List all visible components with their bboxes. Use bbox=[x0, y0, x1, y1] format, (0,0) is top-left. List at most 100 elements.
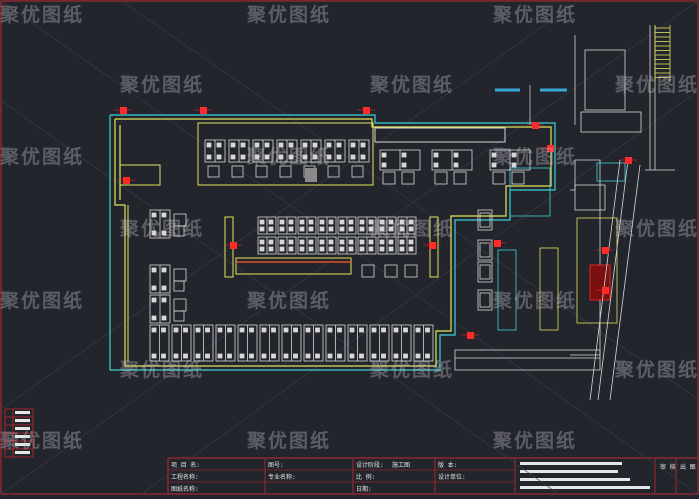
dining-table bbox=[391, 324, 412, 362]
dining-table bbox=[237, 324, 258, 362]
chair bbox=[434, 171, 448, 185]
title-block-label: 设计阶段: bbox=[356, 462, 384, 469]
chair bbox=[511, 171, 525, 185]
legend-entry bbox=[15, 451, 30, 454]
kitchen-area bbox=[454, 25, 675, 401]
column-marker bbox=[625, 157, 632, 164]
dining-table bbox=[325, 324, 346, 362]
dining-table bbox=[379, 149, 421, 171]
dining-table bbox=[337, 236, 357, 255]
column-marker bbox=[467, 332, 474, 339]
chair bbox=[231, 165, 244, 178]
dining-table bbox=[277, 236, 297, 255]
chair bbox=[173, 310, 185, 322]
chair bbox=[255, 165, 268, 178]
title-block-label: 日期: bbox=[356, 486, 372, 493]
dining-table bbox=[300, 139, 322, 163]
chair bbox=[404, 264, 418, 278]
column-marker bbox=[363, 107, 370, 114]
chair bbox=[351, 165, 364, 178]
dining-table bbox=[303, 324, 324, 362]
title-block-label: 图号: bbox=[268, 462, 284, 469]
dining-table bbox=[413, 324, 434, 362]
chair bbox=[492, 171, 506, 185]
dining-table bbox=[347, 324, 368, 362]
chair bbox=[207, 165, 220, 178]
dining-table bbox=[369, 324, 390, 362]
walls bbox=[109, 114, 556, 371]
column-marker bbox=[602, 287, 609, 294]
dining-table bbox=[257, 216, 277, 235]
dining-table bbox=[431, 149, 473, 171]
dining-table bbox=[324, 139, 346, 163]
dining-table bbox=[297, 236, 317, 255]
dining-table bbox=[317, 216, 337, 235]
title-block-label: 项 目 名: bbox=[171, 462, 200, 469]
title-block-label: 设计单位: bbox=[438, 474, 466, 481]
dining-table bbox=[348, 139, 370, 163]
title-block-label: 版 本: bbox=[438, 462, 458, 469]
tables-and-chairs bbox=[149, 139, 531, 362]
dining-table bbox=[149, 324, 170, 362]
column-marker bbox=[532, 122, 539, 129]
dining-table bbox=[171, 324, 192, 362]
dining-table bbox=[317, 236, 337, 255]
dining-table bbox=[259, 324, 280, 362]
column-marker bbox=[120, 107, 127, 114]
chair bbox=[173, 268, 187, 282]
title-block-label: 专业名称: bbox=[268, 474, 296, 481]
column-marker bbox=[429, 242, 436, 249]
chair bbox=[279, 165, 292, 178]
dining-table bbox=[252, 139, 274, 163]
column-marker bbox=[602, 247, 609, 254]
chair bbox=[173, 280, 185, 292]
title-block-value: 施工图 bbox=[392, 462, 411, 469]
title-block-label: 出 图 bbox=[680, 464, 696, 471]
legend-table bbox=[4, 408, 34, 458]
dining-table bbox=[204, 139, 226, 163]
chair bbox=[453, 171, 467, 185]
dining-table bbox=[397, 236, 417, 255]
column-marker bbox=[200, 107, 207, 114]
dining-table bbox=[149, 209, 171, 239]
chair bbox=[327, 165, 340, 178]
column-marker bbox=[547, 145, 554, 152]
dining-table bbox=[149, 294, 171, 324]
staircase bbox=[654, 25, 671, 82]
dining-table bbox=[281, 324, 302, 362]
chair bbox=[173, 225, 185, 237]
dining-table bbox=[377, 216, 397, 235]
title-block-label: 工程名称: bbox=[171, 474, 199, 481]
legend-entry bbox=[15, 419, 30, 422]
chair bbox=[382, 171, 396, 185]
chair bbox=[384, 264, 398, 278]
column-marker bbox=[123, 177, 130, 184]
dining-table bbox=[357, 216, 377, 235]
dining-table bbox=[149, 264, 171, 294]
legend-entry bbox=[15, 411, 30, 414]
dining-table bbox=[297, 216, 317, 235]
dining-table bbox=[228, 139, 250, 163]
legend-entry bbox=[15, 443, 30, 446]
dining-table bbox=[489, 149, 531, 171]
chair bbox=[173, 298, 187, 312]
dining-table bbox=[377, 236, 397, 255]
dining-table bbox=[257, 236, 277, 255]
dining-table bbox=[276, 139, 298, 163]
title-block-label: 图纸名称: bbox=[171, 486, 199, 493]
pillar bbox=[305, 168, 317, 182]
column-markers bbox=[114, 107, 637, 339]
legend-entry bbox=[15, 427, 30, 430]
dining-table bbox=[357, 236, 377, 255]
dining-table bbox=[337, 216, 357, 235]
column-marker bbox=[230, 242, 237, 249]
column-marker bbox=[494, 240, 501, 247]
dining-table bbox=[277, 216, 297, 235]
title-block-label: 比 例: bbox=[356, 474, 376, 481]
dining-table bbox=[215, 324, 236, 362]
legend-entry bbox=[15, 435, 30, 438]
dining-table bbox=[397, 216, 417, 235]
